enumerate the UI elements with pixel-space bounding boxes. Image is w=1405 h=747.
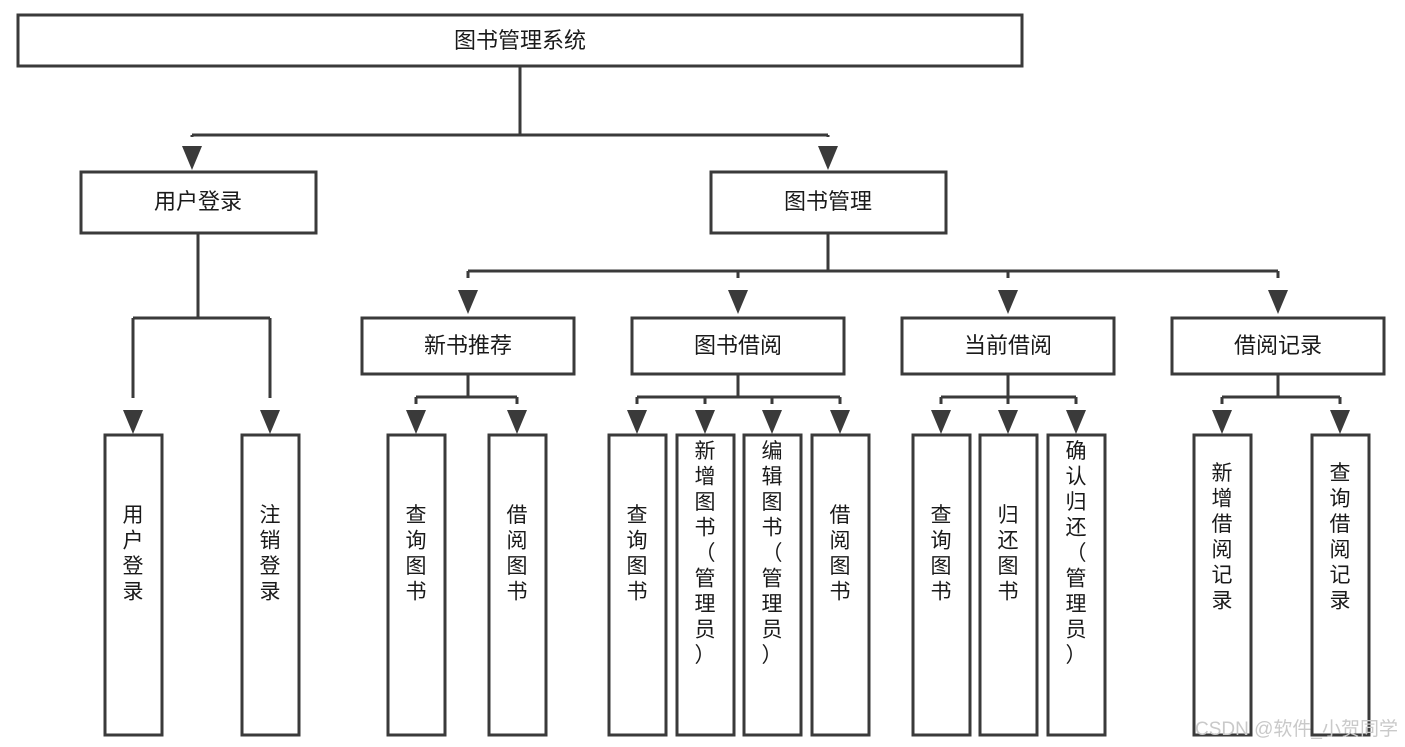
arrow-to-book-manage	[818, 146, 838, 170]
leaf-cb-query-book-box[interactable]	[911, 433, 972, 737]
leaf-node[interactable]: 查询图书	[911, 433, 972, 737]
csdn-watermark: CSDN @软件_小贺同学	[1195, 718, 1398, 740]
node-new-book-recommend[interactable]: 新书推荐	[360, 316, 576, 376]
node-user-login-box[interactable]	[79, 170, 318, 235]
node-new-book-recommend-label: 新书推荐	[424, 333, 512, 358]
leaf-br-add-record-label: 新增借阅记录	[1212, 462, 1233, 613]
leaf-user-login-box[interactable]	[103, 433, 164, 737]
leaf-node[interactable]: 新增图书（管理员）	[675, 433, 736, 737]
arrow-to-leaf-bb-1	[627, 410, 647, 434]
node-root-system[interactable]: 图书管理系统	[16, 13, 1024, 68]
node-root-label: 图书管理系统	[454, 28, 586, 53]
node-book-manage-box[interactable]	[709, 170, 948, 235]
node-root-box[interactable]	[16, 13, 1024, 68]
node-book-manage-label: 图书管理	[784, 189, 872, 214]
leaf-bb-borrow-book-label: 借阅图书	[830, 504, 851, 604]
leaf-br-add-record-box[interactable]	[1192, 433, 1253, 737]
leaf-br-query-record-label: 查询借阅记录	[1330, 462, 1351, 613]
node-new-book-recommend-box[interactable]	[360, 316, 576, 376]
arrow-to-leaf-logout	[260, 410, 280, 434]
arrow-to-leaf-user-login	[123, 410, 143, 434]
node-borrow-record-box[interactable]	[1170, 316, 1386, 376]
leaf-bb-edit-book-box[interactable]	[742, 433, 803, 737]
leaf-node[interactable]: 查询借阅记录	[1310, 433, 1371, 737]
leaf-cb-return-book-label: 归还图书	[998, 504, 1019, 604]
leaf-bb-edit-book-label: 编辑图书（管理员）	[762, 440, 783, 667]
leaf-user-login-label: 用户登录	[123, 504, 144, 604]
leaf-node[interactable]: 注销登录	[240, 433, 301, 737]
leaf-node[interactable]: 用户登录	[103, 433, 164, 737]
leaf-logout-label: 注销登录	[260, 504, 281, 604]
leaf-cb-confirm-return-box[interactable]	[1046, 433, 1107, 737]
leaf-nb-borrow-book-box[interactable]	[487, 433, 548, 737]
leaf-node[interactable]: 借阅图书	[810, 433, 871, 737]
leaf-bb-add-book-label: 新增图书（管理员）	[695, 440, 716, 667]
leaf-cb-query-book-label: 查询图书	[931, 504, 952, 604]
connector-layer	[123, 66, 1350, 434]
node-user-login[interactable]: 用户登录	[79, 170, 318, 235]
node-current-borrow[interactable]: 当前借阅	[900, 316, 1116, 376]
node-borrow-record-label: 借阅记录	[1234, 333, 1322, 358]
node-current-borrow-label: 当前借阅	[964, 333, 1052, 358]
leaf-bb-query-book-box[interactable]	[607, 433, 668, 737]
arrow-to-leaf-nb-2	[507, 410, 527, 434]
leaf-cb-return-book-box[interactable]	[978, 433, 1039, 737]
arrow-to-leaf-cb-3	[1066, 410, 1086, 434]
leaf-bb-query-book-label: 查询图书	[627, 504, 648, 604]
leaf-br-query-record-box[interactable]	[1310, 433, 1371, 737]
arrow-to-leaf-bb-3	[762, 410, 782, 434]
leaf-node[interactable]: 借阅图书	[487, 433, 548, 737]
leaf-cb-confirm-return-label: 确认归还（管理员）	[1066, 440, 1087, 667]
arrow-to-leaf-bb-4	[830, 410, 850, 434]
leaf-bb-borrow-book-box[interactable]	[810, 433, 871, 737]
arrow-to-leaf-cb-1	[931, 410, 951, 434]
arrow-to-leaf-br-1	[1212, 410, 1232, 434]
arrow-to-new-book	[458, 290, 478, 314]
leaf-nb-query-book-label: 查询图书	[406, 504, 427, 604]
leaf-bb-add-book-box[interactable]	[675, 433, 736, 737]
arrow-to-leaf-bb-2	[695, 410, 715, 434]
arrow-to-book-borrow	[728, 290, 748, 314]
leaf-nb-borrow-book-label: 借阅图书	[507, 504, 528, 604]
arrow-to-leaf-cb-2	[998, 410, 1018, 434]
arrow-to-user-login	[182, 146, 202, 170]
node-book-manage[interactable]: 图书管理	[709, 170, 948, 235]
node-book-borrow-box[interactable]	[630, 316, 846, 376]
node-book-borrow-label: 图书借阅	[694, 333, 782, 358]
node-current-borrow-box[interactable]	[900, 316, 1116, 376]
leaf-logout-box[interactable]	[240, 433, 301, 737]
arrow-to-leaf-br-2	[1330, 410, 1350, 434]
leaf-node[interactable]: 新增借阅记录	[1192, 433, 1253, 737]
leaf-nb-query-book-box[interactable]	[386, 433, 447, 737]
node-borrow-record[interactable]: 借阅记录	[1170, 316, 1386, 376]
leaf-node[interactable]: 归还图书	[978, 433, 1039, 737]
node-user-login-label: 用户登录	[154, 189, 242, 214]
leaf-node[interactable]: 确认归还（管理员）	[1046, 433, 1107, 737]
arrow-to-leaf-nb-1	[406, 410, 426, 434]
arrow-to-current-borrow	[998, 290, 1018, 314]
leaf-node[interactable]: 查询图书	[386, 433, 447, 737]
arrow-to-borrow-record	[1268, 290, 1288, 314]
leaf-node[interactable]: 编辑图书（管理员）	[742, 433, 803, 737]
node-book-borrow[interactable]: 图书借阅	[630, 316, 846, 376]
leaf-node[interactable]: 查询图书	[607, 433, 668, 737]
